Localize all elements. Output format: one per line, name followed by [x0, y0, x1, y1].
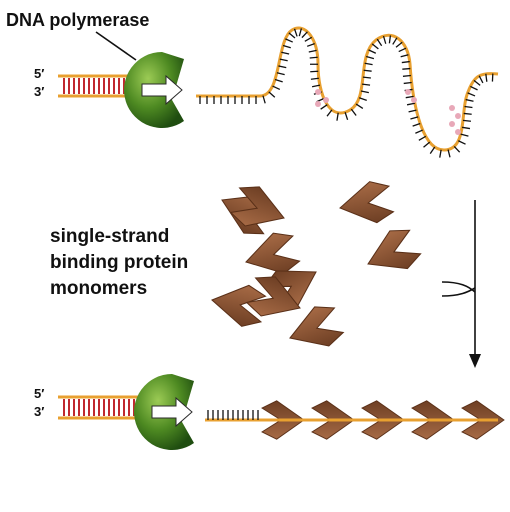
ssb-monomer — [335, 177, 396, 230]
polymerase-label: DNA polymerase — [6, 10, 149, 30]
ssb-monomers — [207, 177, 425, 359]
ssb-label-line2: binding protein — [50, 252, 188, 273]
ssb-label-line1: single-strand — [50, 226, 169, 247]
direction-arrow-icon — [151, 396, 193, 428]
ssb-label-line3: monomers — [50, 278, 147, 299]
three-prime-label-bottom: 3′ — [34, 404, 44, 419]
ssb-monomer — [358, 222, 425, 284]
dna-polymerase-bottom — [134, 374, 194, 450]
bottom-duplex — [58, 395, 140, 420]
top-single-strand — [196, 26, 499, 158]
five-prime-label-top: 5′ — [34, 66, 44, 81]
dna-polymerase-top — [124, 52, 184, 128]
hairpin-pairs — [315, 89, 461, 135]
top-duplex — [58, 74, 132, 98]
polymerase-leader-line — [95, 31, 137, 61]
direction-arrow-icon — [141, 74, 183, 106]
bound-ssb-proteins — [261, 400, 505, 440]
process-arrow — [441, 200, 481, 368]
five-prime-label-bottom: 5′ — [34, 386, 44, 401]
three-prime-label-top: 3′ — [34, 84, 44, 99]
